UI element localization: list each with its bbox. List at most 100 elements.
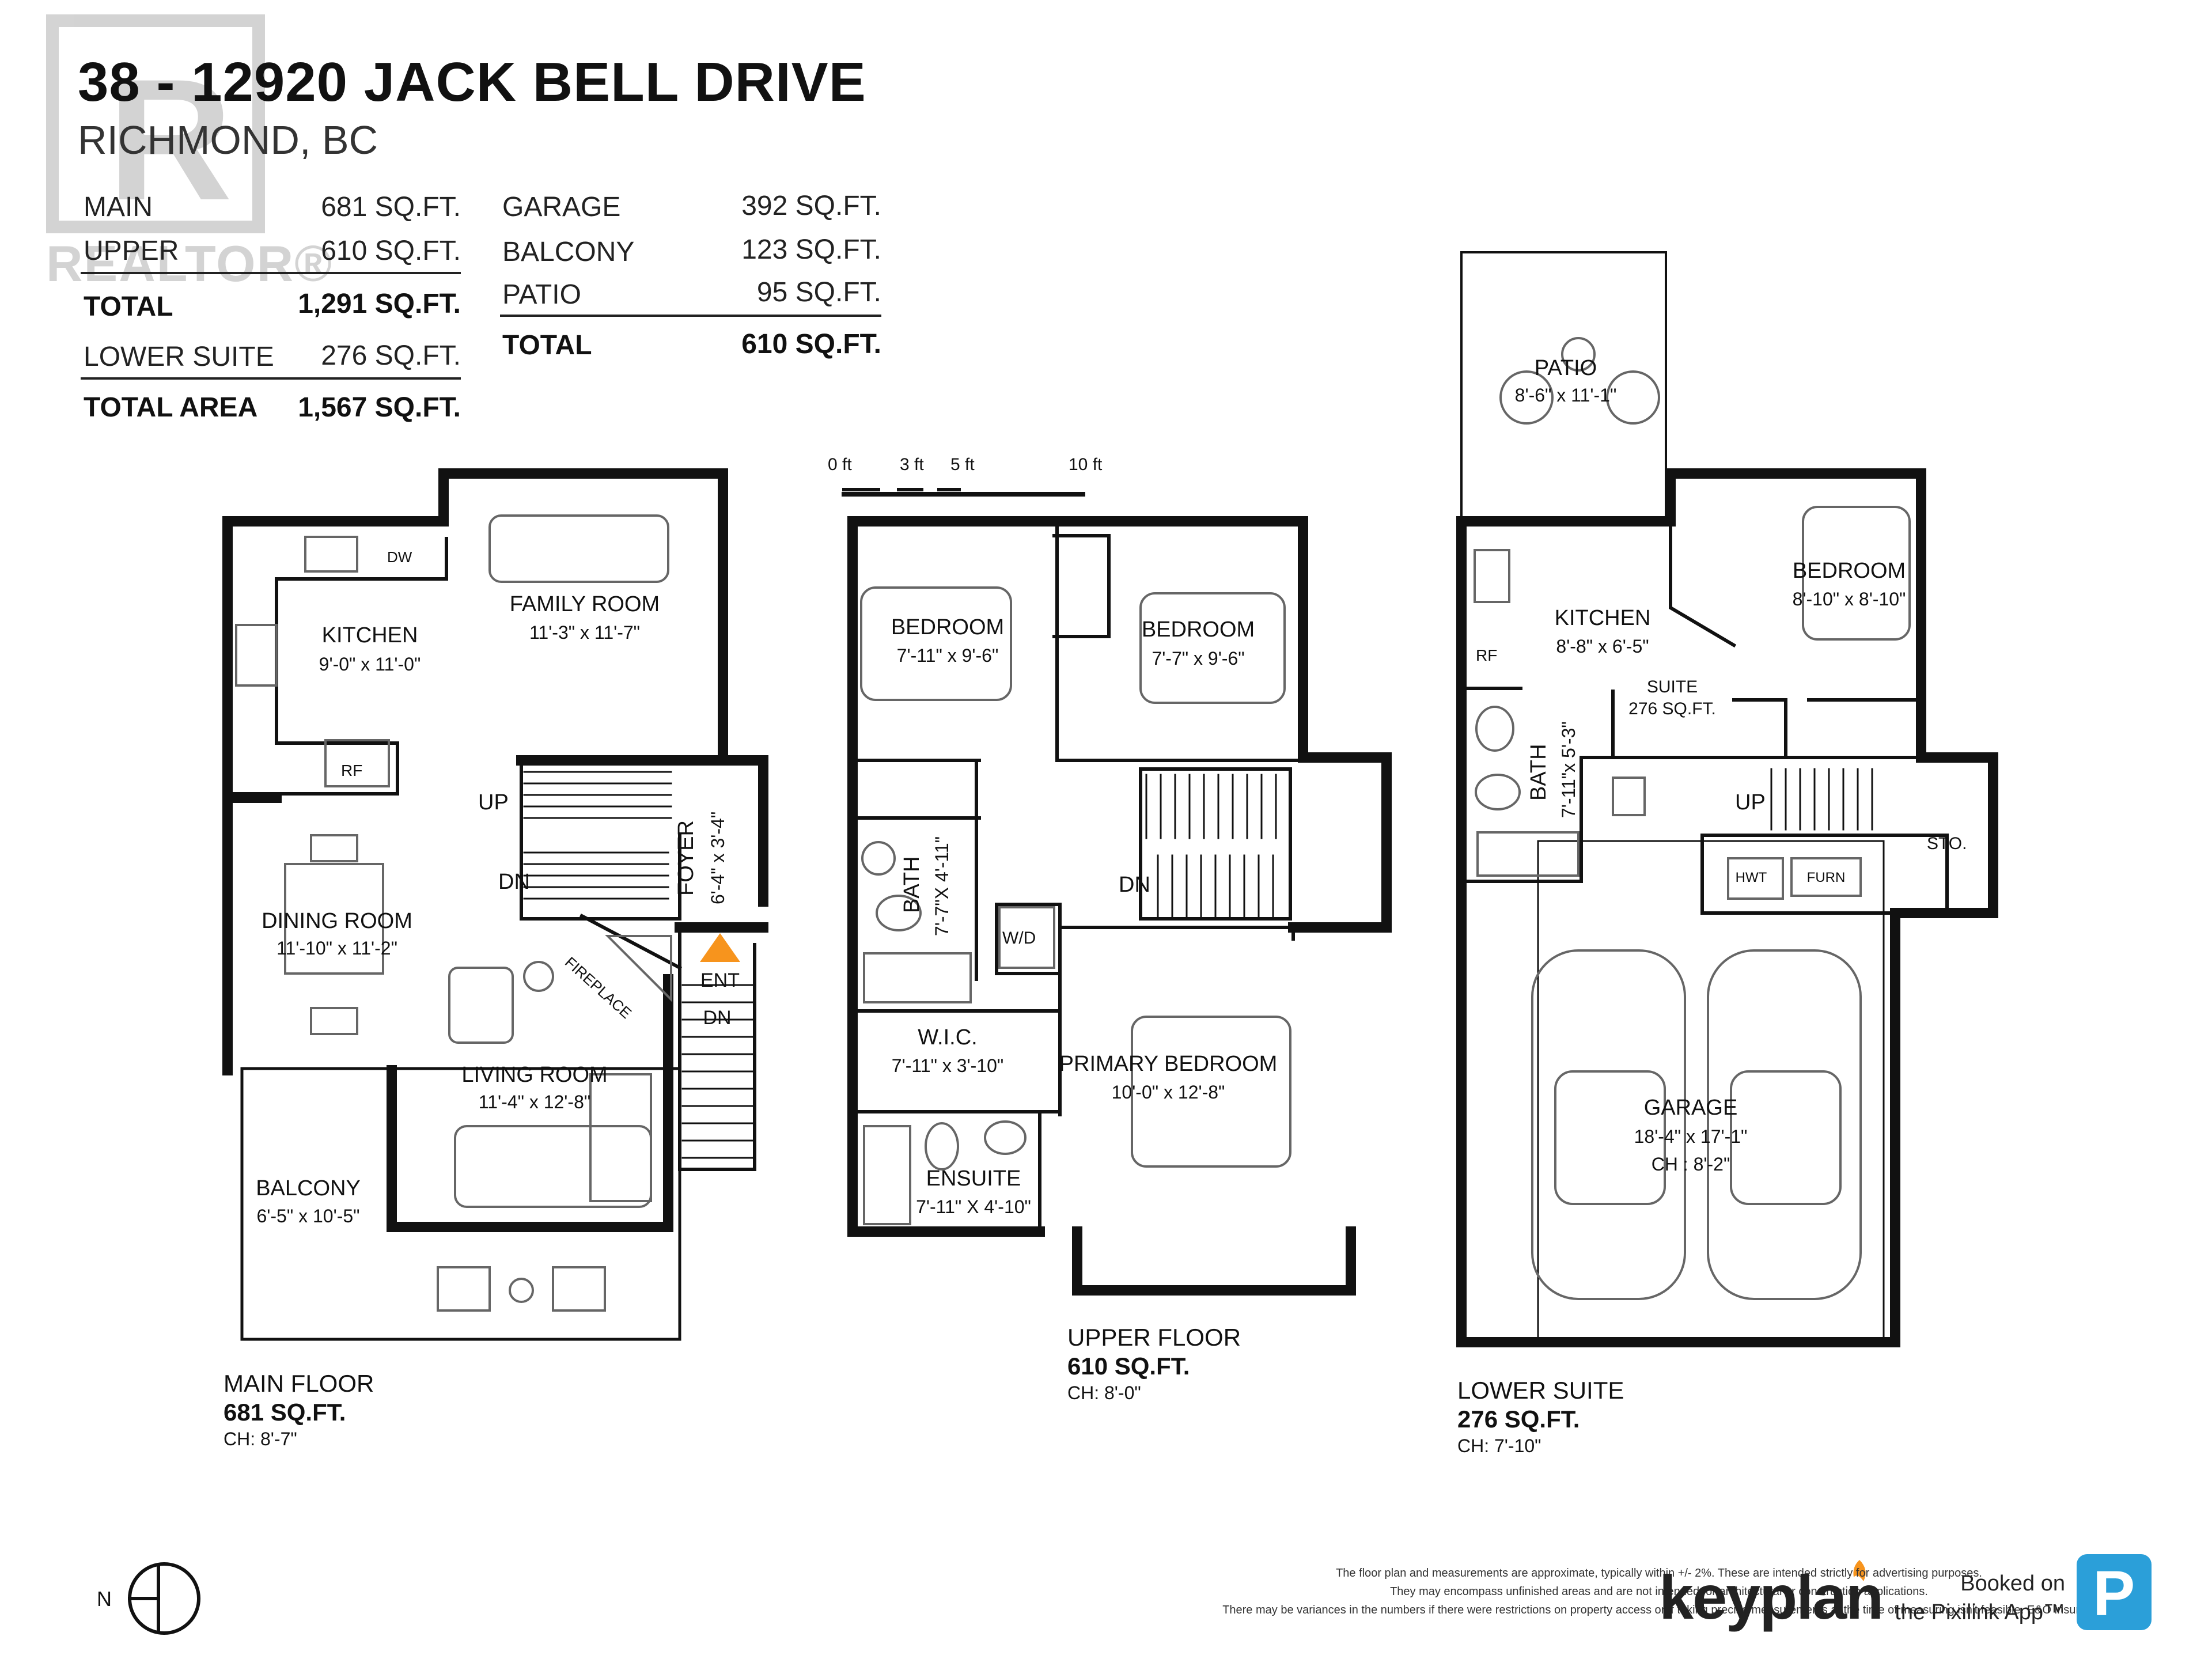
tag-ent: ENT — [700, 969, 740, 991]
entry-arrow-icon — [700, 933, 740, 962]
room-dim-kitchen-lower: 8'-8" x 6'-5" — [1556, 636, 1649, 657]
tag-wd: W/D — [1002, 929, 1036, 948]
room-dim-living: 11'-4" x 12'-8" — [478, 1092, 591, 1112]
area-label-balcony: BALCONY — [502, 237, 635, 267]
room-dim-balcony: 6'-5" x 10'-5" — [256, 1206, 360, 1226]
upper-floor-ceiling: CH: 8'-0" — [1067, 1382, 1141, 1403]
room-dim-wic: 7'-11" x 3'-10" — [891, 1055, 1004, 1076]
room-name-foyer: FOYER — [674, 820, 698, 896]
room-dim-garage: 18'-4" x 17'-1" — [1634, 1126, 1748, 1147]
area-value-lower-suite: 276 SQ.FT. — [321, 340, 461, 371]
compass-label: N — [97, 1587, 112, 1611]
tag-dn-main: DN — [498, 870, 530, 894]
area-value-garage: 392 SQ.FT. — [741, 191, 881, 221]
room-name-bedroom-lower: BEDROOM — [1792, 559, 1906, 583]
room-name-bath-upper: BATH — [900, 856, 924, 913]
room-name-patio: PATIO — [1534, 356, 1597, 380]
room-dim-family: 11'-3" x 11'-7" — [529, 622, 641, 643]
area-label-lower-suite: LOWER SUITE — [84, 342, 274, 372]
room-dim-dining: 11'-10" x 11'-2" — [276, 938, 397, 959]
scale-label-0: 0 ft — [828, 455, 852, 474]
tag-dn-upper: DN — [1119, 873, 1150, 897]
main-floor-name: MAIN FLOOR — [224, 1370, 374, 1397]
room-dim-foyer: 6'-4" x 3'-4" — [707, 811, 728, 904]
pixilink-p-icon[interactable]: P — [2077, 1554, 2152, 1630]
room-dim-bath-lower: 7'-11"x 5'-3" — [1558, 721, 1579, 818]
room-name-ensuite: ENSUITE — [926, 1166, 1021, 1191]
tag-up-main: UP — [478, 790, 509, 815]
tag-furn: FURN — [1806, 870, 1846, 885]
area-value-total: 1,291 SQ.FT. — [298, 289, 461, 319]
realtor-watermark: R REALTOR® — [46, 14, 333, 293]
room-name-primary: PRIMARY BEDROOM — [1059, 1052, 1278, 1076]
lower-suite-furniture — [1474, 337, 1911, 1300]
booked-on-line-1: Booked on — [1960, 1571, 2065, 1596]
lower-suite-walls — [1456, 468, 1998, 1347]
room-dim-ensuite: 7'-11" X 4'-10" — [916, 1196, 1031, 1217]
tag-up-lower: UP — [1735, 790, 1766, 815]
tag-rf-lower: RF — [1476, 646, 1498, 664]
upper-floor-interior — [851, 520, 1298, 1233]
tag-dn-entry: DN — [703, 1007, 732, 1029]
area-label-total-area: TOTAL AREA — [84, 392, 258, 423]
room-dim-bath-upper: 7'-7"X 4'-11" — [931, 836, 952, 936]
room-name-bedroom-2: BEDROOM — [1141, 618, 1255, 642]
main-floor-walls — [222, 468, 768, 1232]
tag-hwt: HWT — [1735, 870, 1767, 885]
main-floor-interior — [226, 537, 756, 1341]
area-value-grand-total: 610 SQ.FT. — [741, 329, 881, 359]
scale-bar-graphic — [842, 488, 1085, 497]
scale-label-5: 5 ft — [950, 455, 975, 474]
area-label-grand-total: TOTAL — [502, 330, 592, 361]
room-name-kitchen: KITCHEN — [321, 623, 418, 647]
room-dim-kitchen: 9'-0" x 11'-0" — [319, 654, 421, 675]
upper-floor-area: 610 SQ.FT. — [1067, 1353, 1190, 1380]
area-value-upper: 610 SQ.FT. — [321, 236, 461, 266]
tag-dw: DW — [387, 548, 412, 566]
keyplan-flame-icon — [1853, 1560, 1866, 1581]
disclaimer-line-2: They may encompass unfinished areas and … — [1390, 1585, 1928, 1598]
main-floor-stairs — [523, 771, 756, 1159]
room-name-garage: GARAGE — [1643, 1096, 1738, 1120]
tag-rf-main: RF — [341, 762, 363, 779]
area-value-patio: 95 SQ.FT. — [756, 277, 881, 308]
booked-on-line-2: the Pixilink App™ — [1895, 1600, 2065, 1624]
lower-suite-name: LOWER SUITE — [1457, 1377, 1624, 1404]
room-name-wic: W.I.C. — [918, 1025, 978, 1050]
realtor-wordmark: REALTOR® — [46, 235, 334, 292]
main-floor-furniture — [235, 514, 672, 1312]
room-dim-patio: 8'-6" x 11'-1" — [1514, 385, 1617, 406]
room-dim-bedroom-lower: 8'-10" x 8'-10" — [1792, 589, 1906, 609]
realtor-r-logo: R — [46, 14, 265, 233]
room-name-bedroom-1: BEDROOM — [891, 615, 1005, 639]
room-name-dining: DINING ROOM — [262, 909, 412, 933]
area-label-upper: UPPER — [84, 236, 179, 266]
room-dim-bedroom-2: 7'-7" x 9'-6" — [1152, 648, 1245, 669]
area-label-garage: GARAGE — [502, 192, 621, 222]
upper-floor-furniture — [860, 586, 1291, 1225]
area-value-total-area: 1,567 SQ.FT. — [298, 392, 461, 423]
tag-sto: STO. — [1927, 834, 1967, 853]
room-dim-suite: 276 SQ.FT. — [1628, 699, 1716, 718]
property-title: 38 - 12920 JACK BELL DRIVE — [78, 51, 866, 113]
room-ceiling-garage: CH : 8'-2" — [1651, 1154, 1730, 1175]
area-label-total: TOTAL — [84, 291, 173, 322]
area-value-balcony: 123 SQ.FT. — [741, 234, 881, 265]
north-arrow-icon — [128, 1562, 200, 1635]
room-dim-primary: 10'-0" x 12'-8" — [1111, 1082, 1225, 1103]
room-name-kitchen-lower: KITCHEN — [1554, 606, 1651, 630]
room-name-living: LIVING ROOM — [461, 1063, 608, 1087]
scale-label-3: 3 ft — [900, 455, 924, 474]
scale-label-10: 10 ft — [1069, 455, 1103, 474]
upper-floor-name: UPPER FLOOR — [1067, 1324, 1241, 1351]
lower-suite-interior — [1460, 251, 1995, 1343]
lower-suite-area: 276 SQ.FT. — [1457, 1406, 1580, 1433]
main-floor-area: 681 SQ.FT. — [224, 1399, 346, 1426]
lower-suite-ceiling: CH: 7'-10" — [1457, 1435, 1541, 1456]
disclaimer-line-3: There may be variances in the numbers if… — [1222, 1604, 2096, 1616]
room-name-bath-lower: BATH — [1527, 744, 1551, 801]
lower-suite-stairs — [1770, 768, 1873, 831]
property-city: RICHMOND, BC — [78, 118, 378, 162]
room-name-family: FAMILY ROOM — [509, 592, 660, 616]
room-dim-bedroom-1: 7'-11" x 9'-6" — [896, 645, 999, 666]
